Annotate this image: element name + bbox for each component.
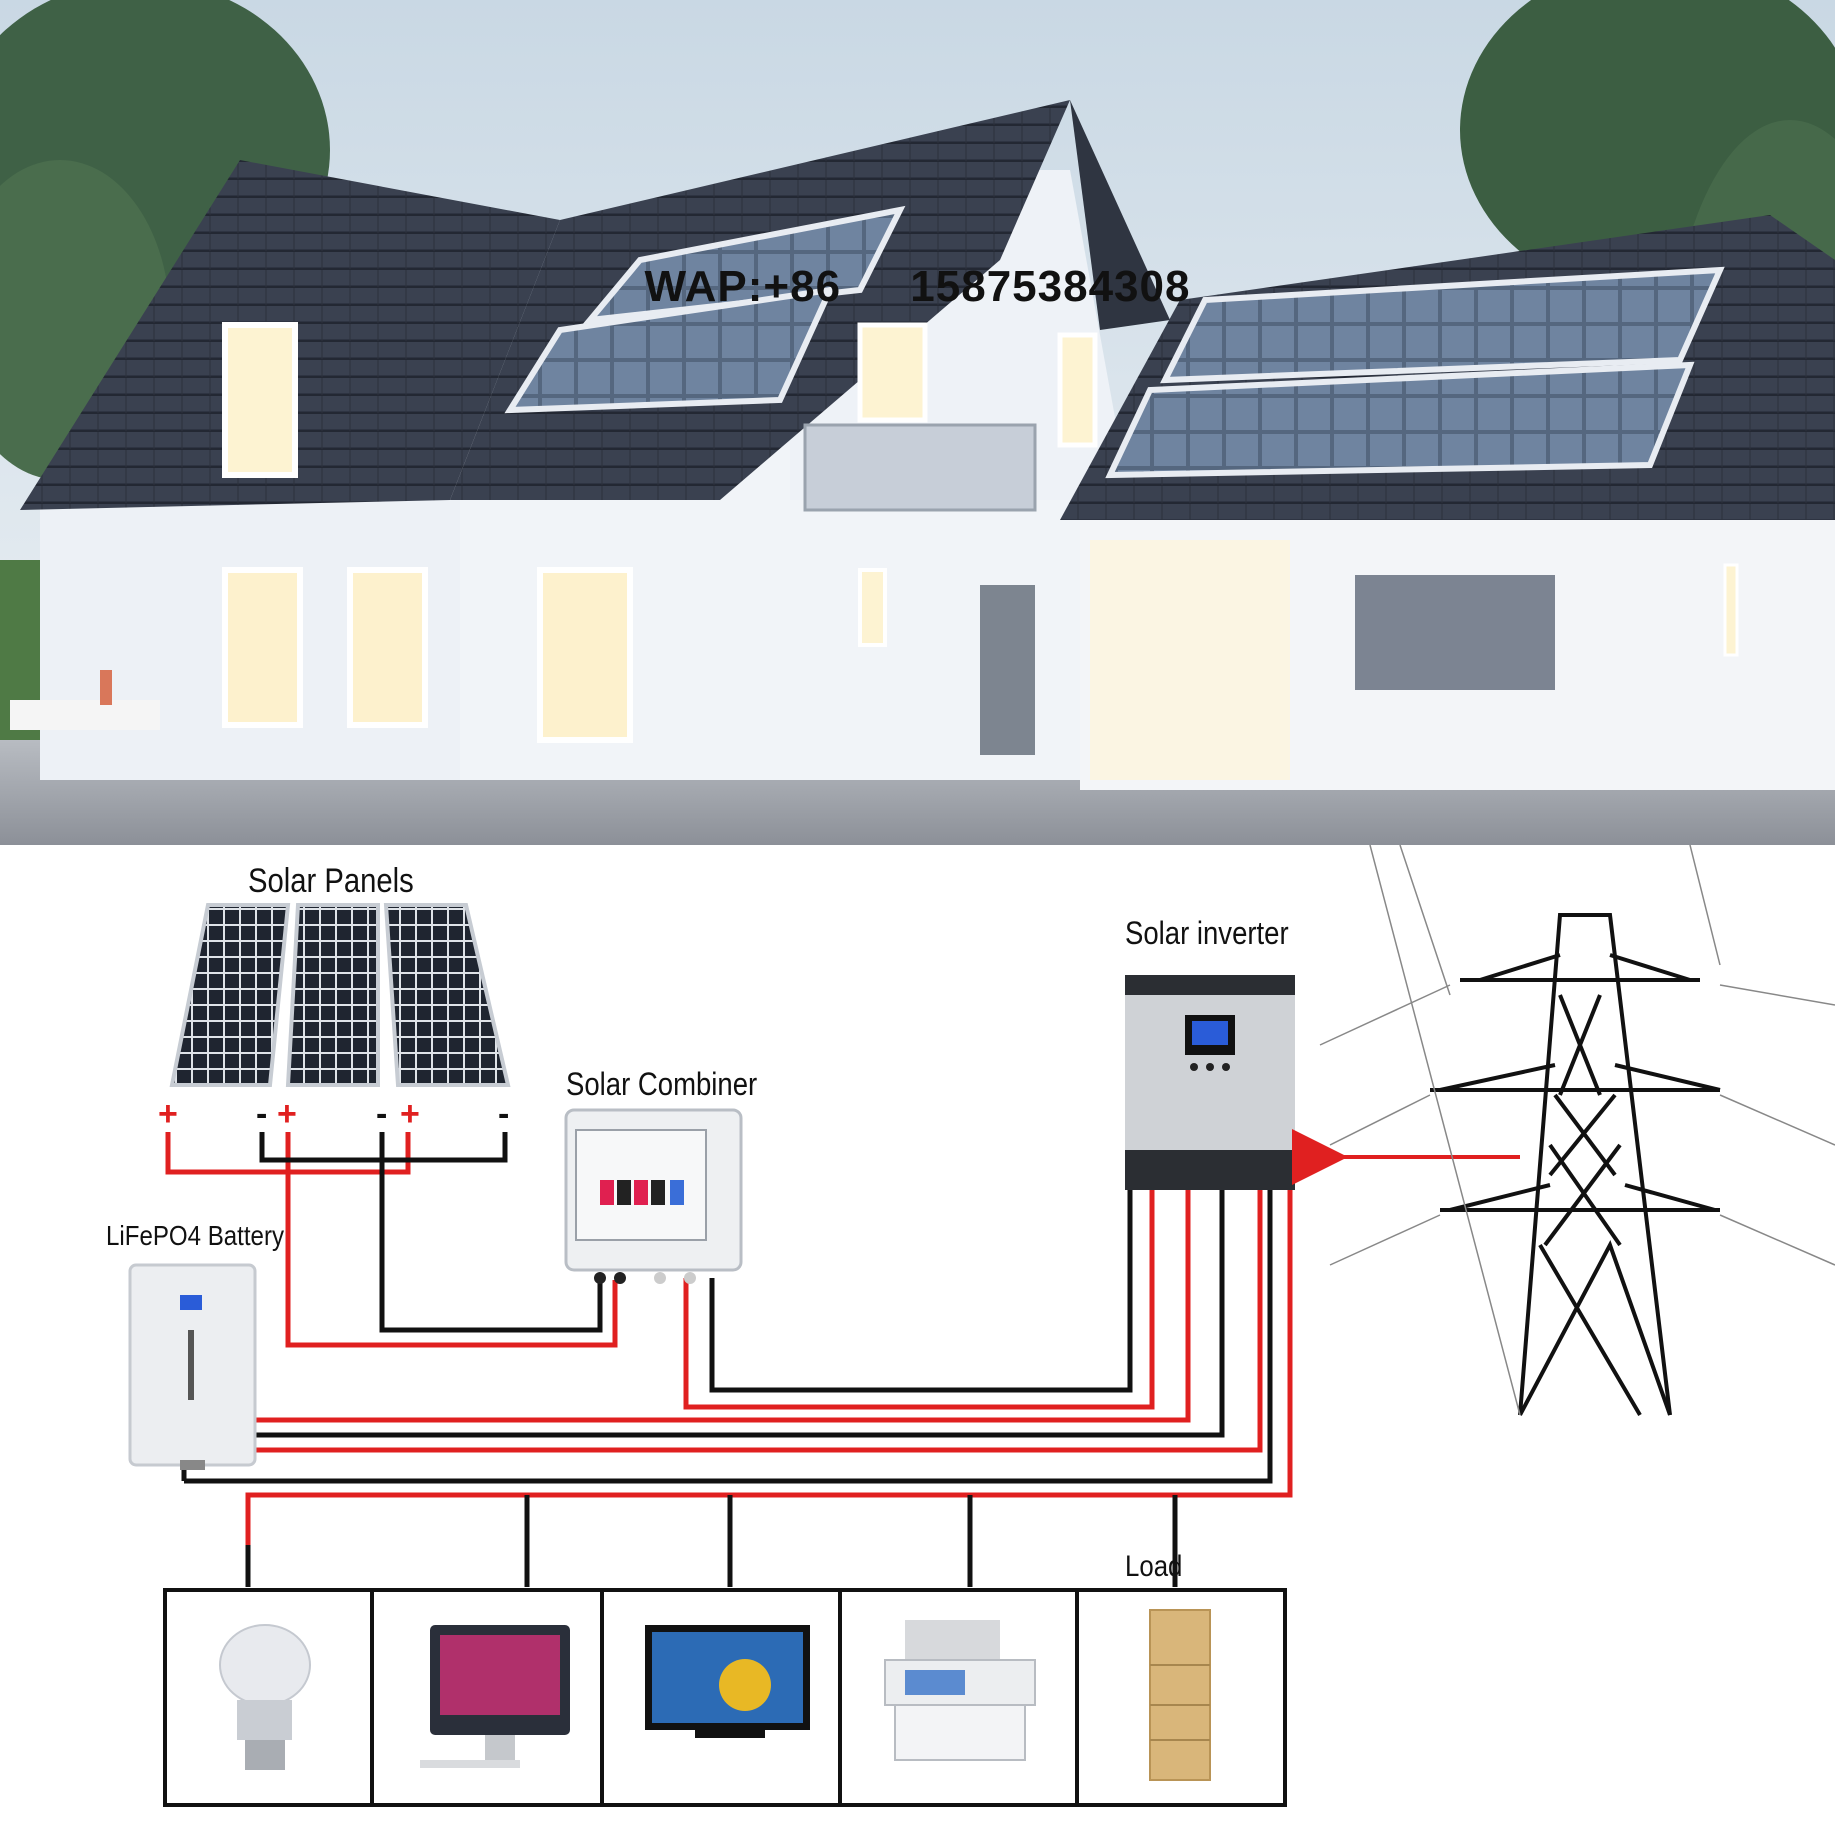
solar-inverter-icon — [1125, 975, 1295, 1190]
refrigerator-icon — [1149, 1609, 1211, 1781]
battery-icon — [128, 1263, 257, 1470]
printer-icon — [884, 1620, 1036, 1761]
watermark-number: 15875384308 — [910, 262, 1191, 311]
terminal-plus-2: + — [277, 1095, 297, 1133]
terminal-minus-3: - — [498, 1095, 509, 1133]
solar-inverter-label: Solar inverter — [1125, 915, 1289, 951]
watermark-prefix: WAP:+86 — [644, 262, 842, 311]
computer-monitor-icon — [420, 1625, 570, 1768]
solar-combiner-icon — [564, 1108, 743, 1284]
power-tower-icon — [1319, 844, 1835, 1417]
terminal-plus-3: + — [400, 1095, 420, 1133]
light-bulb-icon — [219, 1624, 311, 1770]
terminal-minus-1: - — [256, 1095, 267, 1133]
solar-combiner-label: Solar Combiner — [566, 1066, 758, 1102]
solar-panels-icon — [169, 903, 511, 1087]
load-label: Load — [1125, 1550, 1183, 1583]
terminal-minus-2: - — [376, 1095, 387, 1133]
watermark: WAP:+86 15875384308 — [0, 262, 1835, 312]
tv-icon — [645, 1625, 810, 1738]
house-photo — [0, 0, 1835, 845]
wiring-diagram: + - + - + - — [0, 844, 1835, 1835]
battery-label: LiFePO4 Battery — [106, 1220, 285, 1251]
solar-panels-label: Solar Panels — [248, 862, 414, 900]
terminal-plus-1: + — [158, 1095, 178, 1133]
